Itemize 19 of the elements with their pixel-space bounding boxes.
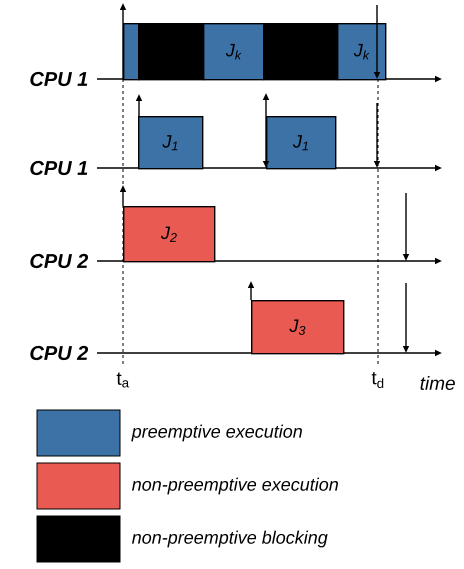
time-label: t$_{a}$: [116, 372, 130, 388]
legend-label: preemptive execution: [131, 424, 302, 442]
job-box: J$_{1}$: [138, 116, 204, 170]
cpu-label: CPU 2: [30, 346, 88, 360]
legend-label: non-preemptive blocking: [132, 530, 328, 548]
job-box: [123, 23, 140, 80]
blocking-box: [263, 23, 338, 80]
job-box: J$_{2}$: [123, 206, 216, 262]
axis-label: time: [420, 376, 455, 390]
cpu-label: CPU 2: [30, 254, 88, 268]
job-box: J$_{1}$: [266, 116, 336, 170]
job-box: J$_{k}$: [203, 23, 264, 80]
legend-label: non-preemptive execution: [132, 478, 338, 494]
cpu-label: CPU 1: [30, 160, 88, 176]
job-box: J$_{k}$: [337, 23, 386, 80]
blocking-box: [138, 23, 204, 80]
job-box: J$_{3}$: [251, 300, 344, 354]
time-label: t$_{d}$: [372, 372, 384, 388]
cpu-label: CPU 1: [30, 72, 88, 86]
